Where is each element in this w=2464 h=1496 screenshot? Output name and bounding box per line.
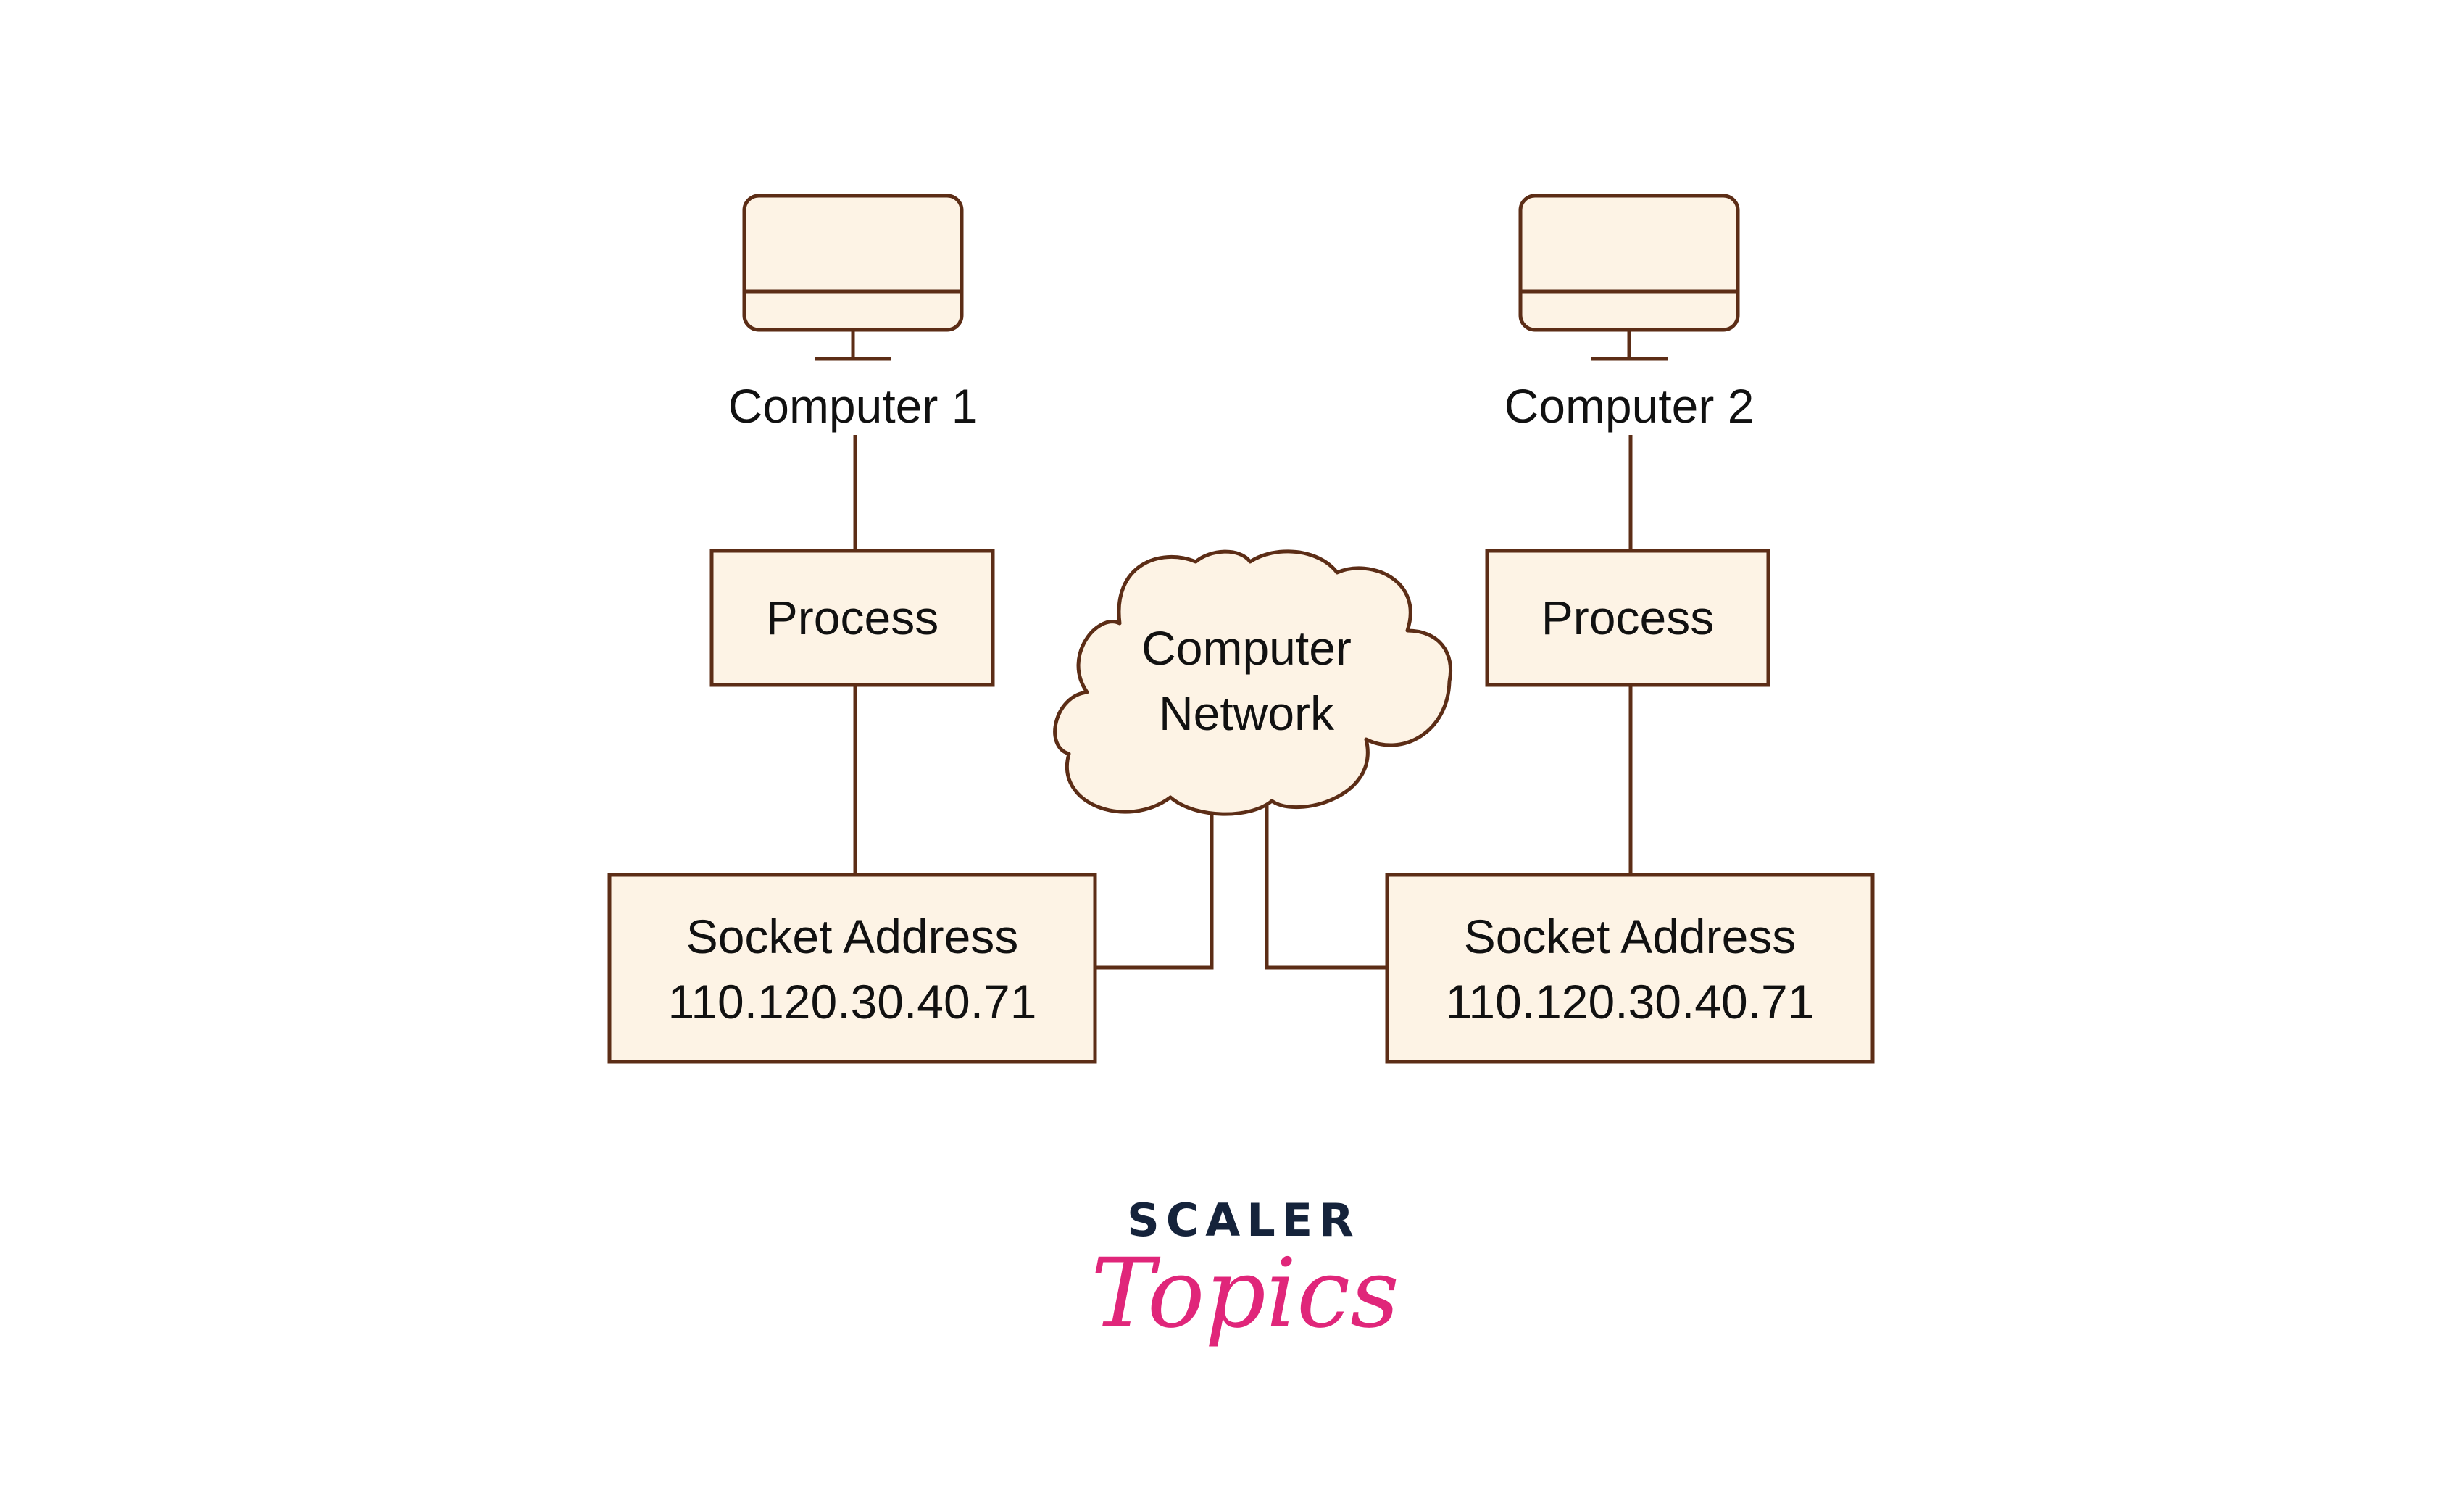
process-2-label: Process: [1541, 591, 1714, 644]
process-2-box: Process: [1485, 549, 1770, 687]
network-label-line2: Network: [1159, 686, 1335, 740]
socket-address-1-value: 110.120.30.40.71: [668, 975, 1037, 1028]
process-1-box: Process: [709, 549, 995, 687]
brand-scaler-text: SCALER: [1127, 1194, 1360, 1247]
socket-address-2-box: Socket Address 110.120.30.40.71: [1385, 873, 1875, 1064]
monitor-icon: [742, 194, 964, 361]
socket-address-1-box: Socket Address 110.120.30.40.71: [607, 873, 1097, 1064]
socket-address-1-title: Socket Address: [686, 910, 1019, 963]
monitor-icon: [1518, 194, 1740, 361]
process-1-label: Process: [766, 591, 938, 644]
computer-2-label: Computer 2: [1504, 379, 1755, 433]
brand-topics-text: Topics: [1091, 1238, 1399, 1350]
cloud-icon: [1053, 549, 1452, 816]
scaler-topics-logo: SCALER Topics: [1091, 1194, 1399, 1350]
connector-socket1-network: [1096, 815, 1214, 970]
connector-socket2-network: [1265, 801, 1387, 970]
network-label-line1: Computer: [1141, 621, 1352, 675]
computer-1-label: Computer 1: [728, 379, 978, 433]
socket-address-2-title: Socket Address: [1464, 910, 1797, 963]
socket-address-2-value: 110.120.30.40.71: [1446, 975, 1815, 1028]
